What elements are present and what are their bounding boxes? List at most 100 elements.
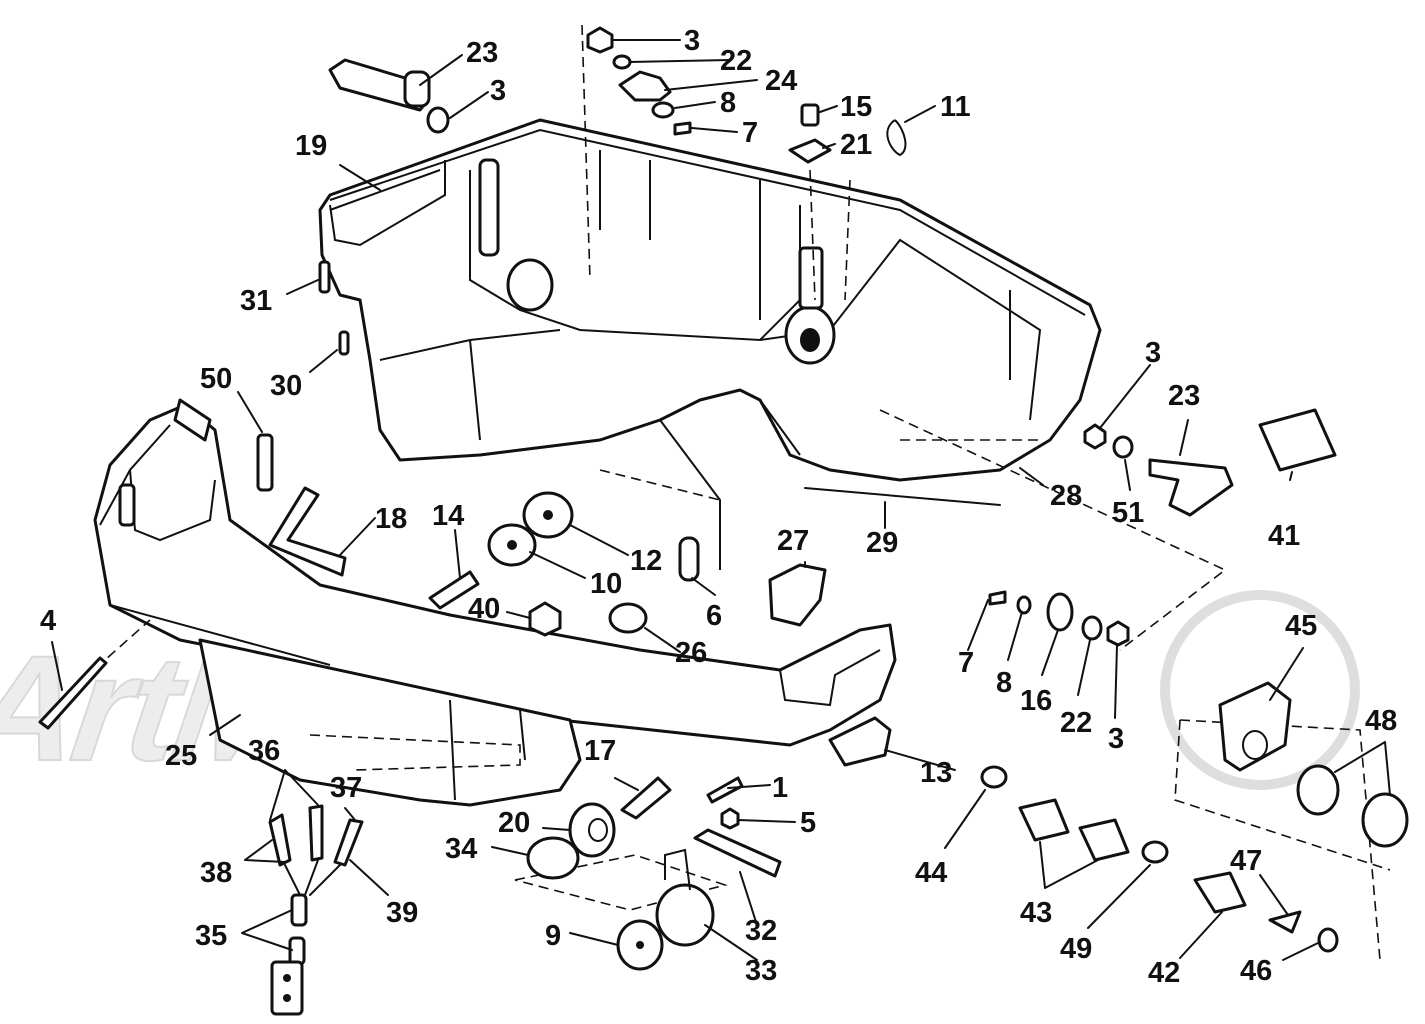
callout-3c: 3 bbox=[1145, 337, 1161, 369]
part-disc-9 bbox=[616, 919, 664, 971]
part-tube-41 bbox=[1258, 408, 1337, 472]
callout-7b: 7 bbox=[958, 647, 974, 679]
part-screw-15 bbox=[800, 103, 820, 127]
part-screw-1 bbox=[706, 776, 744, 804]
part-hose-18 bbox=[268, 486, 347, 577]
callout-labels: 23 3 3 22 24 8 7 15 11 21 19 31 30 50 3 … bbox=[40, 25, 1397, 989]
part-plate-16 bbox=[1046, 592, 1074, 632]
callout-29: 29 bbox=[866, 527, 898, 559]
callout-28: 28 bbox=[1050, 480, 1082, 512]
callout-23a: 23 bbox=[466, 37, 498, 69]
leader-lines bbox=[51, 39, 1391, 961]
lower-cowl-housing bbox=[93, 398, 897, 807]
part-pin-11 bbox=[886, 119, 907, 157]
callout-6: 6 bbox=[706, 600, 722, 632]
part-clamp-49 bbox=[1141, 840, 1169, 864]
callout-32: 32 bbox=[745, 915, 777, 947]
callout-35: 35 bbox=[195, 920, 227, 952]
callout-5: 5 bbox=[800, 807, 816, 839]
callout-7a: 7 bbox=[742, 117, 758, 149]
callout-12: 12 bbox=[630, 545, 662, 577]
callout-10: 10 bbox=[590, 568, 622, 600]
part-grommet-10 bbox=[487, 523, 537, 567]
callout-42: 42 bbox=[1148, 957, 1180, 989]
part-hoses-43 bbox=[1018, 798, 1130, 862]
callout-19: 19 bbox=[295, 130, 327, 162]
part-pin-31 bbox=[318, 260, 331, 294]
callout-37: 37 bbox=[330, 772, 362, 804]
part-grommet-45 bbox=[1218, 681, 1292, 772]
callout-9: 9 bbox=[545, 920, 561, 952]
part-grommet-26 bbox=[608, 602, 648, 634]
part-rod-29 bbox=[804, 487, 1001, 506]
part-washer-22-top bbox=[612, 54, 632, 70]
callout-34: 34 bbox=[445, 833, 477, 865]
callout-21: 21 bbox=[840, 129, 872, 161]
part-fitting-17 bbox=[620, 776, 672, 820]
callout-3b: 3 bbox=[684, 25, 700, 57]
callout-23b: 23 bbox=[1168, 380, 1200, 412]
part-handle-23-right bbox=[1148, 458, 1234, 517]
callout-31: 31 bbox=[240, 285, 272, 317]
part-washer-22-mid bbox=[1081, 615, 1103, 641]
assembly-lines bbox=[59, 24, 1391, 961]
callout-8b: 8 bbox=[996, 667, 1012, 699]
part-washer-51 bbox=[1112, 435, 1134, 459]
part-block-27 bbox=[768, 563, 827, 627]
callout-47: 47 bbox=[1230, 845, 1262, 877]
part-nut-46 bbox=[1317, 927, 1339, 953]
callout-4: 4 bbox=[40, 605, 56, 637]
part-bolt-4 bbox=[38, 656, 108, 730]
callout-11: 11 bbox=[940, 91, 971, 123]
callout-44: 44 bbox=[915, 857, 947, 889]
part-clamp-44 bbox=[980, 765, 1008, 789]
part-cone-47 bbox=[1268, 910, 1302, 934]
callout-33: 33 bbox=[745, 955, 777, 987]
part-nut-3-upper bbox=[586, 26, 614, 54]
callout-24: 24 bbox=[765, 65, 797, 97]
part-washer-8-mid bbox=[1016, 595, 1032, 615]
part-pin-30 bbox=[338, 330, 350, 356]
callout-17: 17 bbox=[584, 735, 616, 767]
callout-48: 48 bbox=[1365, 705, 1397, 737]
callout-20: 20 bbox=[498, 807, 530, 839]
part-washer-8-top bbox=[651, 101, 675, 119]
part-plugs-48 bbox=[1296, 764, 1409, 848]
part-ring-34 bbox=[526, 836, 580, 880]
part-clip-21 bbox=[788, 138, 832, 164]
part-nut-40 bbox=[528, 601, 562, 637]
part-fitting-50 bbox=[256, 433, 274, 492]
callout-46: 46 bbox=[1240, 955, 1272, 987]
callout-15: 15 bbox=[840, 91, 872, 123]
callout-30: 30 bbox=[270, 370, 302, 402]
callout-22b: 22 bbox=[1060, 707, 1092, 739]
part-seal-6 bbox=[678, 536, 700, 582]
callout-36: 36 bbox=[248, 735, 280, 767]
callout-38: 38 bbox=[200, 857, 232, 889]
part-nut-5 bbox=[720, 807, 740, 830]
part-clamp-33 bbox=[655, 848, 715, 947]
callout-8a: 8 bbox=[720, 87, 736, 119]
part-nut-3-top bbox=[426, 106, 450, 134]
part-nut-3-right bbox=[1083, 423, 1107, 450]
part-handle-23-top bbox=[328, 58, 431, 112]
callout-18: 18 bbox=[375, 503, 407, 535]
part-bracket-24 bbox=[618, 70, 672, 102]
upper-cowl-housing bbox=[318, 118, 1102, 570]
callout-14: 14 bbox=[432, 500, 464, 532]
callout-3a: 3 bbox=[490, 75, 506, 107]
part-screw-7-top bbox=[673, 121, 692, 136]
callout-49: 49 bbox=[1060, 933, 1092, 965]
callout-40: 40 bbox=[468, 593, 500, 625]
part-stud-14 bbox=[428, 570, 480, 610]
callout-50: 50 bbox=[200, 363, 232, 395]
callout-41: 41 bbox=[1268, 520, 1300, 552]
part-screw-7-mid bbox=[988, 590, 1007, 606]
part-link-32 bbox=[693, 828, 782, 878]
callout-3d: 3 bbox=[1108, 723, 1124, 755]
callout-39: 39 bbox=[386, 897, 418, 929]
watermark-wheel bbox=[1160, 590, 1360, 790]
callout-16: 16 bbox=[1020, 685, 1052, 717]
callout-43: 43 bbox=[1020, 897, 1052, 929]
callout-25: 25 bbox=[165, 740, 197, 772]
